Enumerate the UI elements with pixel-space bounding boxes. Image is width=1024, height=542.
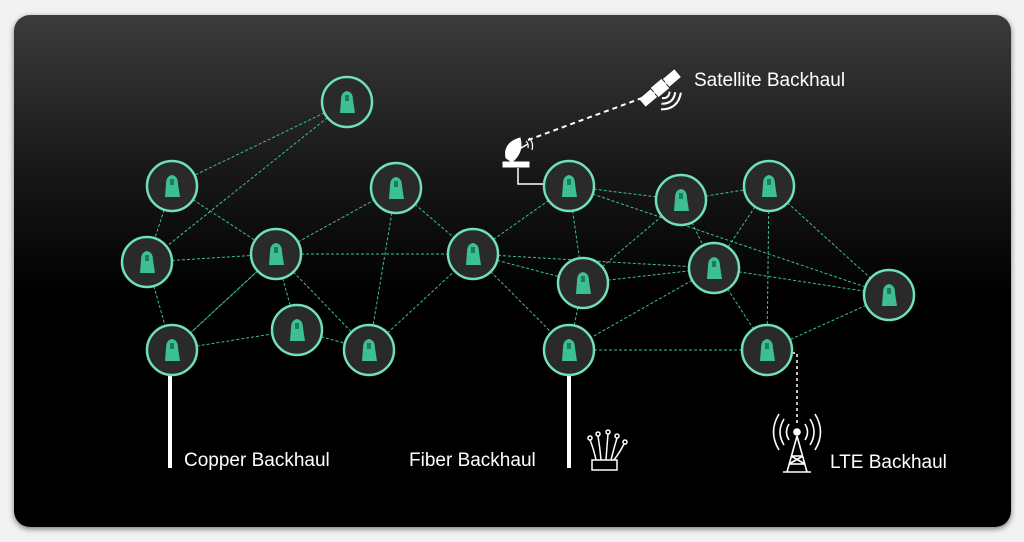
mesh-link: [368, 187, 397, 351]
node-detail: [170, 179, 174, 185]
mesh-node-icon: [165, 339, 180, 361]
satellite-icon: [639, 69, 682, 111]
node-detail: [567, 179, 571, 185]
node-detail: [581, 276, 585, 282]
mesh-link: [171, 101, 348, 187]
node-detail: [567, 343, 571, 349]
backhaul-lines: [168, 97, 798, 468]
mesh-node: [742, 159, 796, 213]
satellite-dish-icon: [502, 137, 534, 168]
mesh-link: [472, 253, 584, 284]
mesh-node: [542, 159, 596, 213]
mesh-link: [568, 267, 715, 351]
fiber-backhaul-label: Fiber Backhaul: [409, 450, 536, 471]
copper-backhaul-label: Copper Backhaul: [184, 450, 330, 471]
mesh-link: [568, 185, 682, 201]
node-detail: [274, 247, 278, 253]
mesh-link: [146, 101, 348, 263]
mesh-node: [120, 235, 174, 289]
mesh-nodes: [120, 75, 916, 377]
mesh-node-icon: [760, 339, 775, 361]
mesh-node: [542, 323, 596, 377]
lte-backhaul-label: LTE Backhaul: [830, 452, 947, 473]
fiber-optic-icon: [587, 429, 628, 471]
mesh-node: [320, 75, 374, 129]
satellite-backhaul-label: Satellite Backhaul: [694, 70, 846, 91]
node-detail: [712, 261, 716, 267]
mesh-node: [369, 161, 423, 215]
mesh-node-icon: [340, 91, 355, 113]
node-detail: [887, 288, 891, 294]
mesh-node: [270, 303, 324, 357]
mesh-node-icon: [290, 319, 305, 341]
node-detail: [170, 343, 174, 349]
node-detail: [471, 247, 475, 253]
mesh-node-icon: [762, 175, 777, 197]
mesh-node-icon: [882, 284, 897, 306]
mesh-node: [145, 159, 199, 213]
node-detail: [345, 95, 349, 101]
mesh-link: [568, 185, 890, 296]
mesh-node-icon: [562, 175, 577, 197]
node-detail: [679, 193, 683, 199]
mesh-node: [556, 256, 610, 310]
satellite-link-line: [527, 97, 643, 141]
node-detail: [367, 343, 371, 349]
cell-tower-icon: [772, 413, 822, 473]
node-detail: [295, 323, 299, 329]
mesh-node-icon: [269, 243, 284, 265]
mesh-node-icon: [707, 257, 722, 279]
node-detail: [767, 179, 771, 185]
mesh-node-icon: [165, 175, 180, 197]
mesh-node-icon: [674, 189, 689, 211]
mesh-node: [342, 323, 396, 377]
mesh-node: [740, 323, 794, 377]
node-detail: [765, 343, 769, 349]
mesh-node-icon: [562, 339, 577, 361]
mesh-node: [862, 268, 916, 322]
mesh-node-icon: [389, 177, 404, 199]
mesh-node: [145, 323, 199, 377]
mesh-node-icon: [362, 339, 377, 361]
mesh-node: [249, 227, 303, 281]
node-detail: [394, 181, 398, 187]
mesh-node-icon: [466, 243, 481, 265]
mesh-link: [713, 267, 890, 296]
mesh-node-icon: [140, 251, 155, 273]
mesh-node: [687, 241, 741, 295]
dish-mount-line: [517, 168, 545, 185]
node-detail: [145, 255, 149, 261]
mesh-link: [768, 185, 890, 296]
mesh-node: [446, 227, 500, 281]
mesh-node: [654, 173, 708, 227]
mesh-node-icon: [576, 272, 591, 294]
mesh-link: [766, 185, 770, 351]
diagram-panel: [14, 15, 1011, 527]
